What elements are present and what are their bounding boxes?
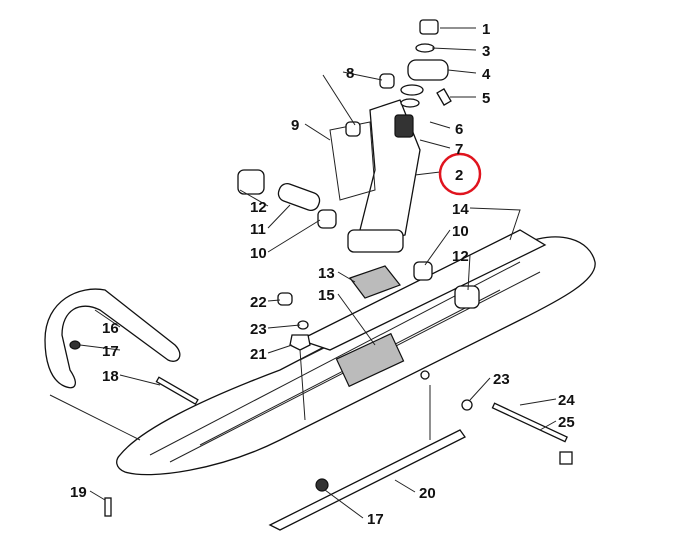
callout-4[interactable]: 4 [482, 66, 491, 83]
callout-6[interactable]: 6 [455, 121, 463, 138]
callout-21[interactable]: 21 [250, 346, 267, 363]
callout-9[interactable]: 9 [291, 117, 299, 134]
callout-10-right[interactable]: 10 [452, 223, 469, 240]
callout-14[interactable]: 14 [452, 201, 469, 218]
callout-7[interactable]: 7 [455, 141, 463, 158]
callout-8[interactable]: 8 [346, 65, 354, 82]
callout-11[interactable]: 11 [250, 221, 266, 238]
callout-12[interactable]: 12 [250, 199, 267, 216]
callout-18[interactable]: 18 [102, 368, 119, 385]
callout-23[interactable]: 23 [250, 321, 267, 338]
callout-labels: 1 3 4 5 8 9 6 7 2 14 12 11 10 10 12 13 1… [70, 21, 575, 528]
ski-handle [44, 288, 181, 389]
callout-12-right[interactable]: 12 [452, 248, 469, 265]
callout-5[interactable]: 5 [482, 90, 490, 107]
callout-19[interactable]: 19 [70, 484, 87, 501]
callout-22[interactable]: 22 [250, 294, 267, 311]
highlight-circle [438, 152, 482, 196]
callout-2[interactable]: 2 [455, 167, 463, 184]
callout-17-bottom[interactable]: 17 [367, 511, 384, 528]
leader-lines [49, 27, 557, 519]
callout-16[interactable]: 16 [102, 320, 119, 337]
callout-15[interactable]: 15 [318, 287, 335, 304]
callout-1[interactable]: 1 [482, 21, 490, 38]
callout-20[interactable]: 20 [419, 485, 436, 502]
callout-23-right[interactable]: 23 [493, 371, 510, 388]
spindle [329, 99, 421, 253]
callout-17[interactable]: 17 [102, 343, 119, 360]
callout-25[interactable]: 25 [558, 414, 575, 431]
callout-3[interactable]: 3 [482, 43, 490, 60]
callout-24[interactable]: 24 [558, 392, 575, 409]
callout-13[interactable]: 13 [318, 265, 335, 282]
ski [116, 229, 596, 476]
callout-10[interactable]: 10 [250, 245, 267, 262]
